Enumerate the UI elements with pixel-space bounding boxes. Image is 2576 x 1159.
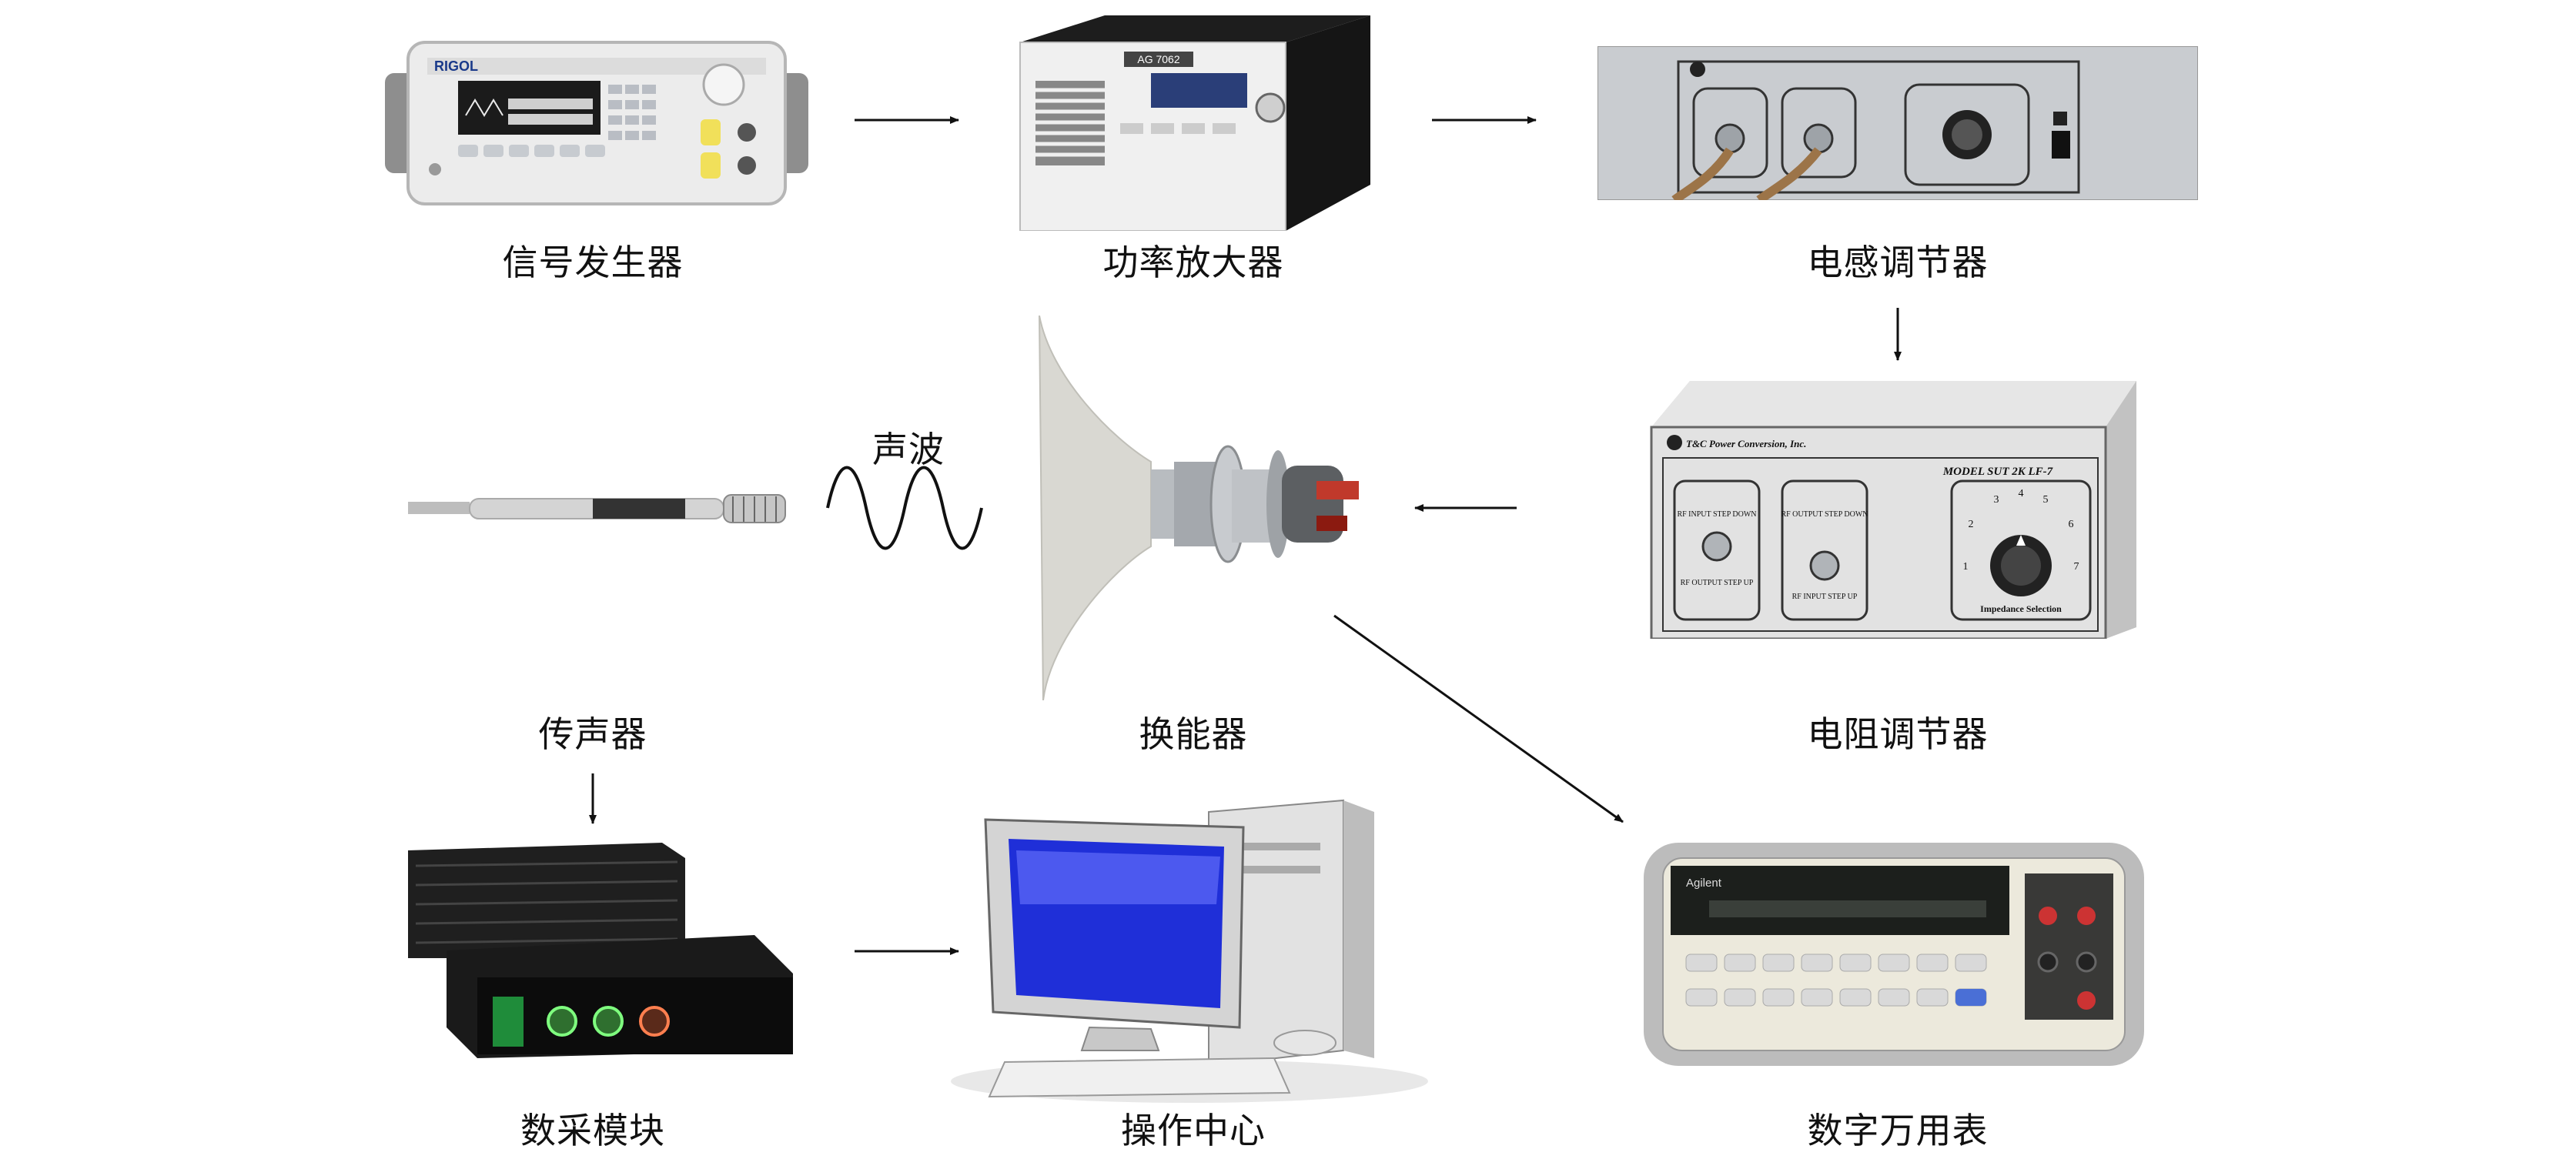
svg-text:7: 7 [2074,561,2079,573]
label-daq-module: 数采模块 [520,1110,665,1151]
transducer-image [1039,316,1359,700]
label-inductance-regulator: 电感调节器 [1807,242,1989,283]
svg-text:2: 2 [1969,519,1974,530]
svg-text:T&C Power Conversion, Inc.: T&C Power Conversion, Inc. [1686,438,1806,449]
digital-multimeter-image: Agilent [1644,843,2144,1066]
label-digital-multimeter: 数字万用表 [1807,1110,1989,1151]
label-signal-generator: 信号发生器 [502,242,684,283]
svg-text:4: 4 [2019,488,2024,499]
label-power-amplifier: 功率放大器 [1102,242,1284,283]
svg-text:RF OUTPUT STEP UP: RF OUTPUT STEP UP [1681,579,1754,587]
svg-text:Impedance Selection: Impedance Selection [1980,603,2062,614]
svg-text:6: 6 [2069,519,2074,530]
svg-text:AG 7062: AG 7062 [1137,53,1179,65]
inductance-regulator-image [1597,46,2198,200]
svg-text:3: 3 [1994,494,1999,506]
power-amplifier-image: AG 7062 [1019,15,1370,231]
label-operation-center: 操作中心 [1121,1110,1266,1151]
svg-text:RF OUTPUT STEP DOWN: RF OUTPUT STEP DOWN [1781,510,1868,519]
computer-image [951,799,1428,1103]
svg-text:Agilent: Agilent [1686,877,1722,890]
svg-text:RIGOL: RIGOL [434,58,478,74]
sound-wave [826,466,983,550]
label-microphone: 传声器 [538,713,647,755]
svg-text:RF INPUT STEP DOWN: RF INPUT STEP DOWN [1677,510,1756,519]
label-transducer: 换能器 [1139,713,1248,755]
microphone-image [408,494,786,523]
signal-generator-image: RIGOL [385,41,808,205]
label-resistance-regulator: 电阻调节器 [1807,713,1989,755]
svg-text:5: 5 [2043,494,2049,506]
svg-text:1: 1 [1963,561,1969,573]
label-sound-wave: 声波 [872,429,945,470]
daq-module-image [408,843,793,1058]
arrow-transducer-to-multimeter [1333,614,1624,823]
resistance-regulator-image: T&C Power Conversion, Inc. MODEL SUT 2K … [1650,381,2136,639]
svg-text:MODEL SUT 2K LF-7: MODEL SUT 2K LF-7 [1942,466,2053,478]
svg-text:RF INPUT STEP UP: RF INPUT STEP UP [1792,593,1858,601]
